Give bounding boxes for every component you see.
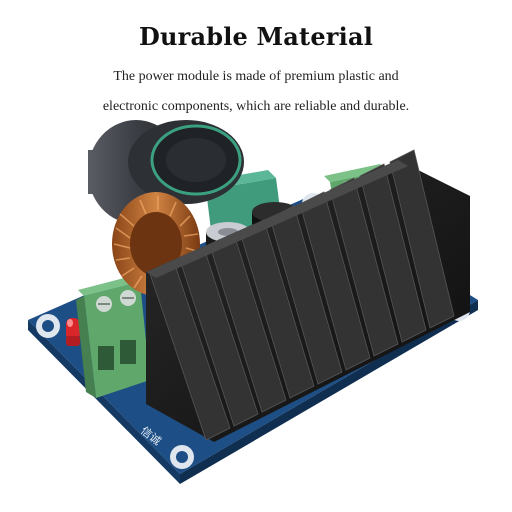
header: Durable Material The power module is mad… xyxy=(0,0,512,122)
description-line-2: electronic components, which are reliabl… xyxy=(102,99,410,114)
led-indicator xyxy=(66,318,80,346)
heatsink xyxy=(146,149,470,442)
adjustment-knob xyxy=(88,120,244,224)
description: The power module is made of premium plas… xyxy=(0,62,512,122)
description-line-1: The power module is made of premium plas… xyxy=(113,69,399,84)
product-photo: 信诚 xyxy=(28,120,478,484)
input-terminal-block xyxy=(76,276,150,398)
page-title: Durable Material xyxy=(138,22,374,51)
